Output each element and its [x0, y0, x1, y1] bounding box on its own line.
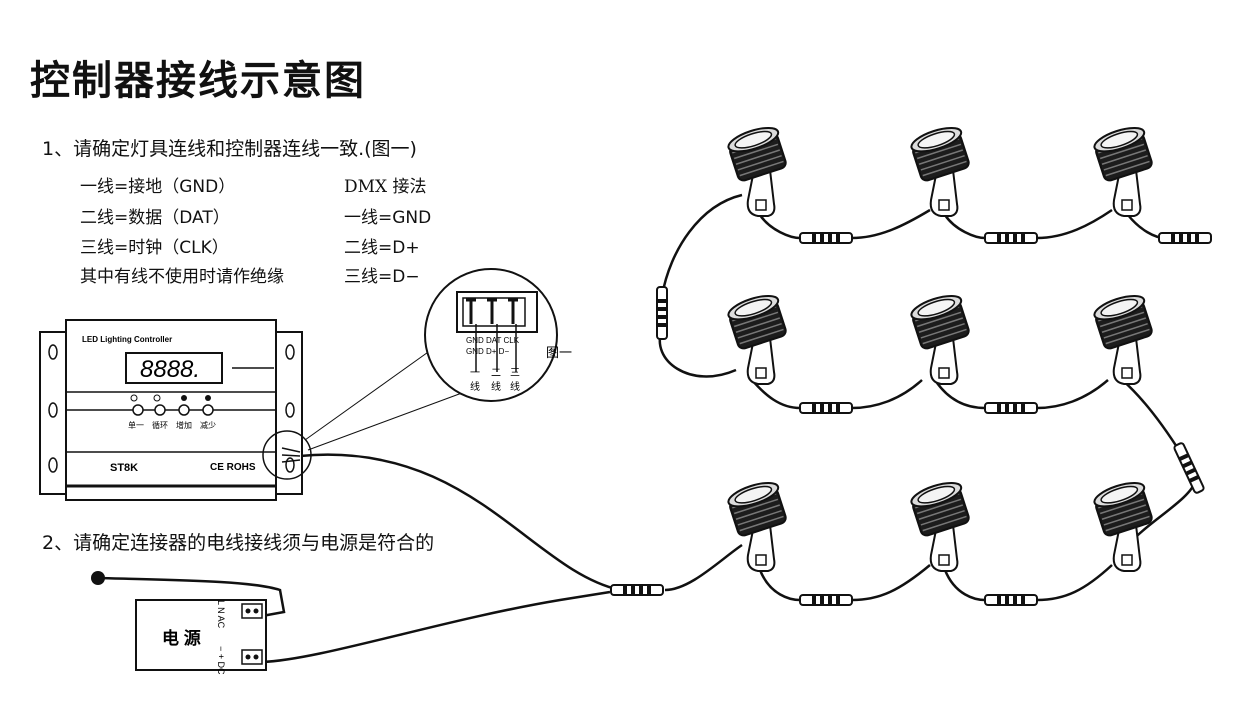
increase-button[interactable]: [178, 404, 190, 416]
figure1-wire2-num: 二: [491, 368, 501, 379]
connector-r2-b: [984, 402, 1038, 414]
figure1-wire3-label: 线: [510, 380, 520, 393]
controller-header: LED Lighting Controller: [82, 335, 172, 344]
light-fixture: [1090, 477, 1157, 572]
dmx-line-1: 一线=GND: [344, 208, 432, 228]
decrease-button[interactable]: [202, 404, 214, 416]
dmx-heading: DMX 接法: [344, 177, 427, 197]
controller-model: ST8K: [110, 462, 138, 474]
wiring-line-1: 一线=接地（GND）: [80, 177, 236, 197]
dmx-line-3: 三线=D−: [344, 267, 420, 287]
button-label-increase: 增加: [176, 420, 192, 430]
controller-display: 8888.: [140, 356, 200, 383]
figure1-wire1-label: 线: [470, 380, 480, 393]
connector-r1-end: [1158, 232, 1212, 244]
light-fixture: [907, 477, 974, 572]
light-fixture: [907, 290, 974, 385]
connector-right-vertical: [1172, 441, 1206, 495]
wiring-line-4: 其中有线不使用时请作绝缘: [80, 267, 284, 287]
figure1-pins-bottom: GND D+ D−: [466, 347, 509, 356]
connector-left-vertical: [656, 286, 668, 340]
figure1-caption: 图一: [546, 345, 572, 360]
mode-single-button[interactable]: [132, 404, 144, 416]
controller-certification: CE ROHS: [210, 462, 256, 473]
connector-r3-b: [984, 594, 1038, 606]
figure1-pins-top: GND DAT CLK: [466, 336, 520, 345]
mode-cycle-button[interactable]: [154, 404, 166, 416]
light-fixture: [1090, 290, 1157, 385]
controller: LED Lighting Controller 8888. 单一 循环 增加 减…: [39, 319, 312, 501]
figure1-wire2-label: 线: [491, 380, 501, 393]
connector-r3-a: [799, 594, 853, 606]
light-fixture: [907, 122, 974, 217]
wiring-line-3: 三线=时钟（CLK）: [80, 238, 229, 258]
connector-r1-a: [799, 232, 853, 244]
step-2-instruction: 2、请确定连接器的电线接线须与电源是符合的: [42, 532, 435, 554]
light-fixture: [724, 122, 791, 217]
light-fixture: [724, 477, 791, 572]
power-dc-label: − + DC: [216, 646, 226, 675]
button-label-cycle: 循环: [152, 420, 168, 430]
button-label-decrease: 减少: [200, 420, 216, 430]
cables: [99, 193, 1198, 664]
power-ac-label: L N AC: [216, 600, 226, 629]
connector-r2-a: [799, 402, 853, 414]
light-fixture: [1090, 122, 1157, 217]
figure1-magnifier: GND DAT CLK GND D+ D− 一 线 二 线 三 线 图一: [424, 268, 572, 402]
connector-main: [610, 584, 664, 596]
connector-r1-b: [984, 232, 1038, 244]
power-supply: 电 源 L N AC − + DC: [91, 571, 267, 675]
figure1-wire3-num: 三: [510, 368, 520, 379]
dmx-line-2: 二线=D+: [344, 238, 420, 258]
figure1-wire1-num: 一: [470, 368, 480, 379]
power-supply-label: 电 源: [162, 628, 201, 648]
step-1-instruction: 1、请确定灯具连线和控制器连线一致.(图一): [42, 138, 417, 160]
page-title: 控制器接线示意图: [30, 58, 366, 104]
wiring-line-2: 二线=数据（DAT）: [80, 208, 230, 228]
button-label-single: 单一: [128, 420, 144, 430]
